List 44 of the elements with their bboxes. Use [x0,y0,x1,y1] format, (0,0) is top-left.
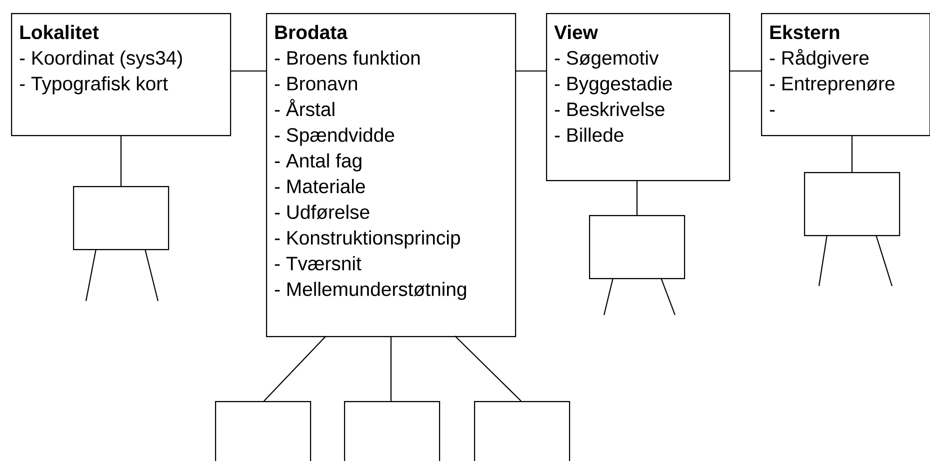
list-item: - Antal fag [274,153,362,172]
list-item: - Billede [554,128,624,142]
empty-box [344,401,440,461]
list-item: - Typografisk kort [20,76,168,94]
list-item: - Broens funktion [274,50,420,65]
box-heading: View [554,24,598,40]
empty-box [589,215,686,280]
list-item: - Konstruktionsprincip [274,230,460,249]
empty-box [73,186,170,250]
connector-line [636,180,638,215]
connector-line [729,70,761,72]
stand-leg [603,278,614,316]
box-heading: Brodata [275,24,348,40]
list-item: - Bronavn [274,76,357,90]
stand-leg [144,248,159,302]
list-item: - Spændvidde [274,128,394,146]
list-item: - Søgemotiv [554,50,659,69]
list-item: - Mellemunderstøtning [274,282,466,300]
stand-leg [660,278,676,316]
connector-line [120,135,122,186]
box-heading: Lokalitet [20,24,99,40]
list-item: - Tværsnit [274,256,362,270]
list-item: - Koordinat (sys34) [20,50,182,69]
stand-leg [818,234,828,286]
list-item: - Rådgivere [770,48,869,69]
list-item: - Udførelse [274,204,370,220]
empty-box [474,401,570,461]
list-item: - [770,110,775,112]
empty-box [215,401,312,461]
connector-line [851,135,853,172]
list-item: - Årstal [274,99,334,116]
list-item: - Byggestadie [554,76,672,94]
stand-leg [85,248,97,302]
list-item: - Materiale [274,179,365,194]
empty-box [804,172,900,236]
connector-line [264,336,326,402]
list-item: - Entreprenøre [770,76,894,94]
connector-line [454,336,522,402]
box-heading: Ekstern [770,24,840,40]
connector-line [230,70,266,72]
list-item: - Beskrivelse [554,102,664,116]
connector-line [390,336,392,401]
stand-leg [875,234,893,286]
connector-line [515,70,546,72]
